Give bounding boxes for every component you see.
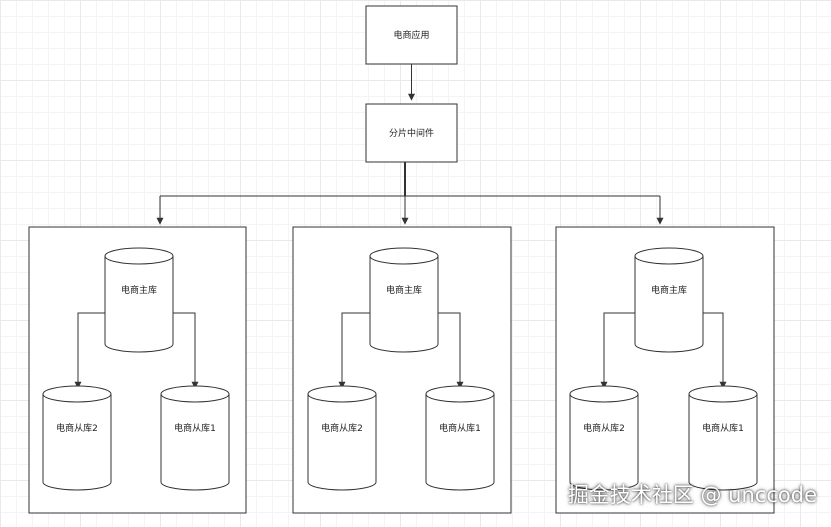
middleware-node: 分片中间件 [365, 103, 458, 163]
cluster-3: 电商主库 电商从库2 电商从库1 [555, 226, 775, 514]
slave-db-2-label: 电商从库2 [321, 422, 363, 434]
middleware-node-label: 分片中间件 [389, 127, 434, 139]
app-node-label: 电商应用 [393, 29, 429, 41]
cluster-2: 电商主库 电商从库2 电商从库1 [292, 226, 512, 514]
master-db-label: 电商主库 [651, 284, 687, 296]
slave-db-1-label: 电商从库1 [174, 422, 216, 434]
slave-db-2-cylinder: 电商从库2 [42, 385, 112, 491]
slave-db-2-label: 电商从库2 [56, 422, 98, 434]
slave-db-1-cylinder: 电商从库1 [160, 385, 230, 491]
slave-db-2-label: 电商从库2 [583, 422, 625, 434]
slave-db-1-label: 电商从库1 [702, 422, 744, 434]
cluster-1: 电商主库 电商从库2 电商从库1 [28, 226, 247, 514]
master-to-slave1-edge [173, 312, 199, 389]
watermark: 掘金技术社区 @ unccode [567, 483, 817, 507]
slave-db-1-cylinder: 电商从库1 [425, 385, 495, 491]
master-to-slave1-edge [703, 312, 727, 389]
slave-db-2-cylinder: 电商从库2 [569, 385, 639, 491]
master-db-cylinder: 电商主库 [369, 247, 439, 353]
master-to-slave1-edge [438, 312, 464, 389]
master-to-slave2-edge [338, 312, 370, 389]
master-to-slave2-edge [74, 312, 105, 389]
master-db-label: 电商主库 [386, 284, 422, 296]
middleware-to-clusters-edges [156, 162, 664, 225]
master-db-cylinder: 电商主库 [634, 247, 704, 353]
app-node: 电商应用 [365, 5, 458, 65]
master-db-label: 电商主库 [121, 284, 157, 296]
slave-db-1-cylinder: 电商从库1 [688, 385, 758, 491]
master-db-cylinder: 电商主库 [104, 247, 174, 353]
slave-db-2-cylinder: 电商从库2 [307, 385, 377, 491]
slave-db-1-label: 电商从库1 [439, 422, 481, 434]
master-to-slave2-edge [600, 312, 635, 389]
